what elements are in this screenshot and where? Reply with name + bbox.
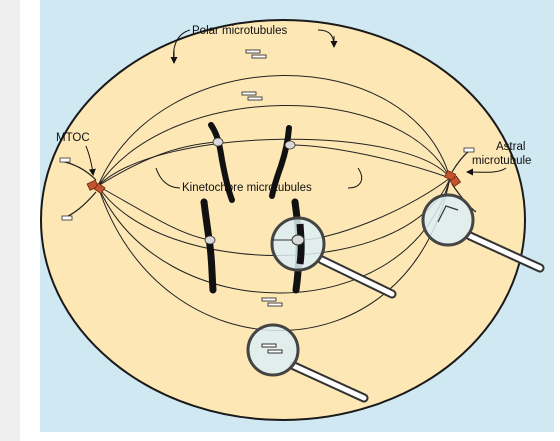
cell-body — [40, 19, 526, 421]
astral-microtubule-tips — [59, 147, 475, 221]
kinetochore-microtubules-label: Kinetochore microtubules — [182, 182, 312, 194]
mtoc-left — [86, 179, 106, 195]
astral-label-line1: Astral — [496, 141, 525, 153]
mtoc-label: MTOC — [56, 132, 90, 144]
astral-label-line2: microtubule — [472, 155, 531, 167]
magnifier-astral — [421, 193, 545, 273]
polar-microtubules-label: Polar microtubules — [192, 25, 287, 37]
kinetochore-label-bracket — [155, 167, 363, 189]
left-gutter — [0, 0, 20, 441]
magnifier-chromosome — [270, 216, 397, 299]
polar-overlap-markers — [241, 49, 283, 307]
mtoc-right — [444, 170, 462, 188]
magnifier-polar — [246, 323, 369, 403]
